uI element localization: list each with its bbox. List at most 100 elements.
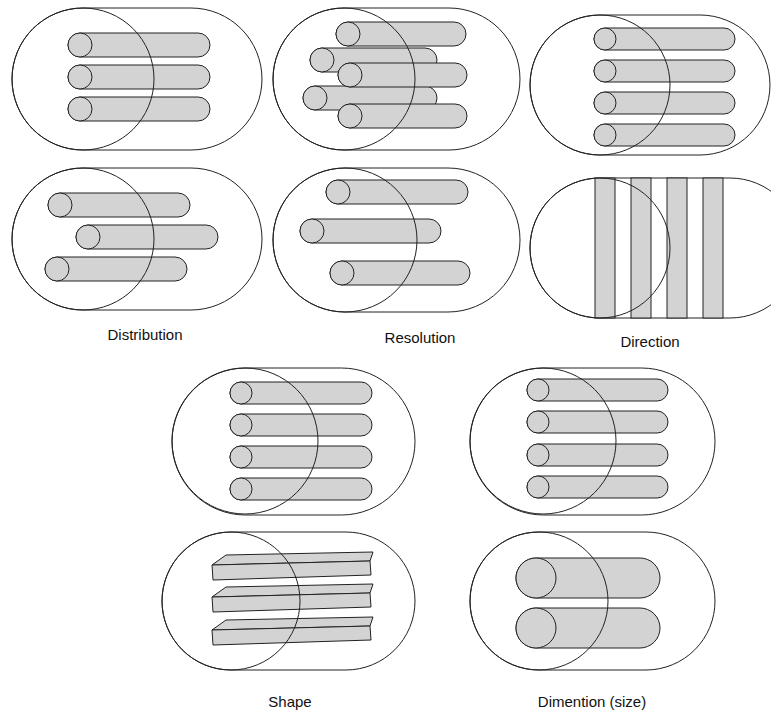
matrix-outline xyxy=(172,368,415,515)
fiber-end xyxy=(527,411,549,433)
fiber-end xyxy=(338,63,362,87)
sample-panel xyxy=(12,8,262,150)
fiber-body xyxy=(76,225,218,249)
fiber-end xyxy=(594,60,616,82)
matrix-outline xyxy=(470,368,715,515)
fiber-bar xyxy=(631,178,651,318)
fiber-end xyxy=(527,476,549,498)
fiber-body xyxy=(594,92,735,114)
cross-section-circle xyxy=(12,168,154,310)
fiber-end xyxy=(230,382,252,404)
matrix-outline xyxy=(530,15,770,155)
sample-panel xyxy=(470,368,715,515)
matrix-outline xyxy=(470,532,715,670)
fiber-body xyxy=(326,180,468,204)
fiber-end xyxy=(594,92,616,114)
fiber-body xyxy=(338,104,467,128)
fiber-body xyxy=(230,446,372,468)
fiber-rod xyxy=(527,444,668,466)
fiber-end xyxy=(230,414,252,436)
fiber-bar xyxy=(703,178,723,318)
fiber-end xyxy=(516,608,556,648)
sample-panel xyxy=(470,532,715,670)
slab-front xyxy=(212,561,371,580)
fiber-rod xyxy=(516,608,660,648)
fiber-rod xyxy=(594,60,735,82)
fiber-rod xyxy=(230,446,372,468)
fiber-body xyxy=(48,193,190,217)
fiber-end xyxy=(68,33,92,57)
fiber-body xyxy=(338,63,467,87)
fiber-body xyxy=(230,414,372,436)
slab-front xyxy=(212,593,371,612)
fiber-rod xyxy=(338,63,467,87)
fiber-end xyxy=(527,444,549,466)
sample-panel xyxy=(12,168,262,310)
fiber-end xyxy=(594,28,616,50)
fiber-rod xyxy=(594,124,735,146)
fiber-rod xyxy=(527,379,668,401)
fiber-body xyxy=(527,411,668,433)
fiber-end xyxy=(516,558,556,598)
fiber-body xyxy=(230,382,372,404)
fiber-body xyxy=(68,33,210,57)
fiber-end xyxy=(48,193,72,217)
sample-panel xyxy=(530,15,770,155)
fiber-end xyxy=(230,446,252,468)
fiber-body xyxy=(527,444,668,466)
panel-caption: Distribution xyxy=(107,326,182,344)
fiber-body xyxy=(527,379,668,401)
fiber-end xyxy=(336,22,360,46)
fiber-rod xyxy=(68,97,210,121)
fiber-rod xyxy=(230,478,372,500)
fiber-body xyxy=(594,60,735,82)
fiber-slab xyxy=(212,617,373,645)
fiber-rod xyxy=(300,219,441,243)
sample-panel xyxy=(162,532,415,670)
fiber-end xyxy=(326,180,350,204)
fiber-end xyxy=(45,257,69,281)
fiber-rod xyxy=(326,180,468,204)
fiber-end xyxy=(300,219,324,243)
fiber-rod xyxy=(45,257,187,281)
panel-caption: Shape xyxy=(268,693,311,711)
fiber-end xyxy=(310,48,334,72)
slab-front xyxy=(212,626,371,645)
fiber-slab xyxy=(212,552,373,580)
matrix-outline xyxy=(12,8,262,150)
fiber-rod xyxy=(527,476,668,498)
panel-caption: Resolution xyxy=(385,329,456,347)
fiber-bar xyxy=(595,178,615,318)
cross-section-circle xyxy=(273,168,417,312)
fiber-rod xyxy=(330,261,470,285)
fiber-end xyxy=(338,104,362,128)
matrix-outline xyxy=(12,168,262,310)
matrix-outline xyxy=(273,168,520,312)
fiber-rod xyxy=(336,22,466,46)
fiber-end xyxy=(68,97,92,121)
fiber-body xyxy=(68,65,210,89)
fiber-end xyxy=(303,86,327,110)
fiber-rod xyxy=(76,225,218,249)
fiber-body xyxy=(336,22,466,46)
panel-caption: Direction xyxy=(620,333,679,351)
fiber-end xyxy=(68,65,92,89)
fiber-slab xyxy=(212,584,373,612)
fiber-body xyxy=(594,28,735,50)
matrix-outline xyxy=(162,532,415,670)
fiber-rod xyxy=(527,411,668,433)
fiber-body xyxy=(516,558,660,598)
cross-section-circle xyxy=(530,178,670,318)
cross-section-circle xyxy=(273,8,415,150)
fiber-rod xyxy=(68,33,210,57)
fiber-end xyxy=(330,261,354,285)
fiber-rod xyxy=(516,558,660,598)
fiber-body xyxy=(594,124,735,146)
cross-section-circle xyxy=(172,368,318,514)
fiber-body xyxy=(230,478,372,500)
fiber-body xyxy=(45,257,187,281)
cross-section-circle xyxy=(470,532,608,670)
fiber-end xyxy=(527,379,549,401)
sample-panel xyxy=(273,168,520,312)
cross-section-circle xyxy=(470,368,616,514)
